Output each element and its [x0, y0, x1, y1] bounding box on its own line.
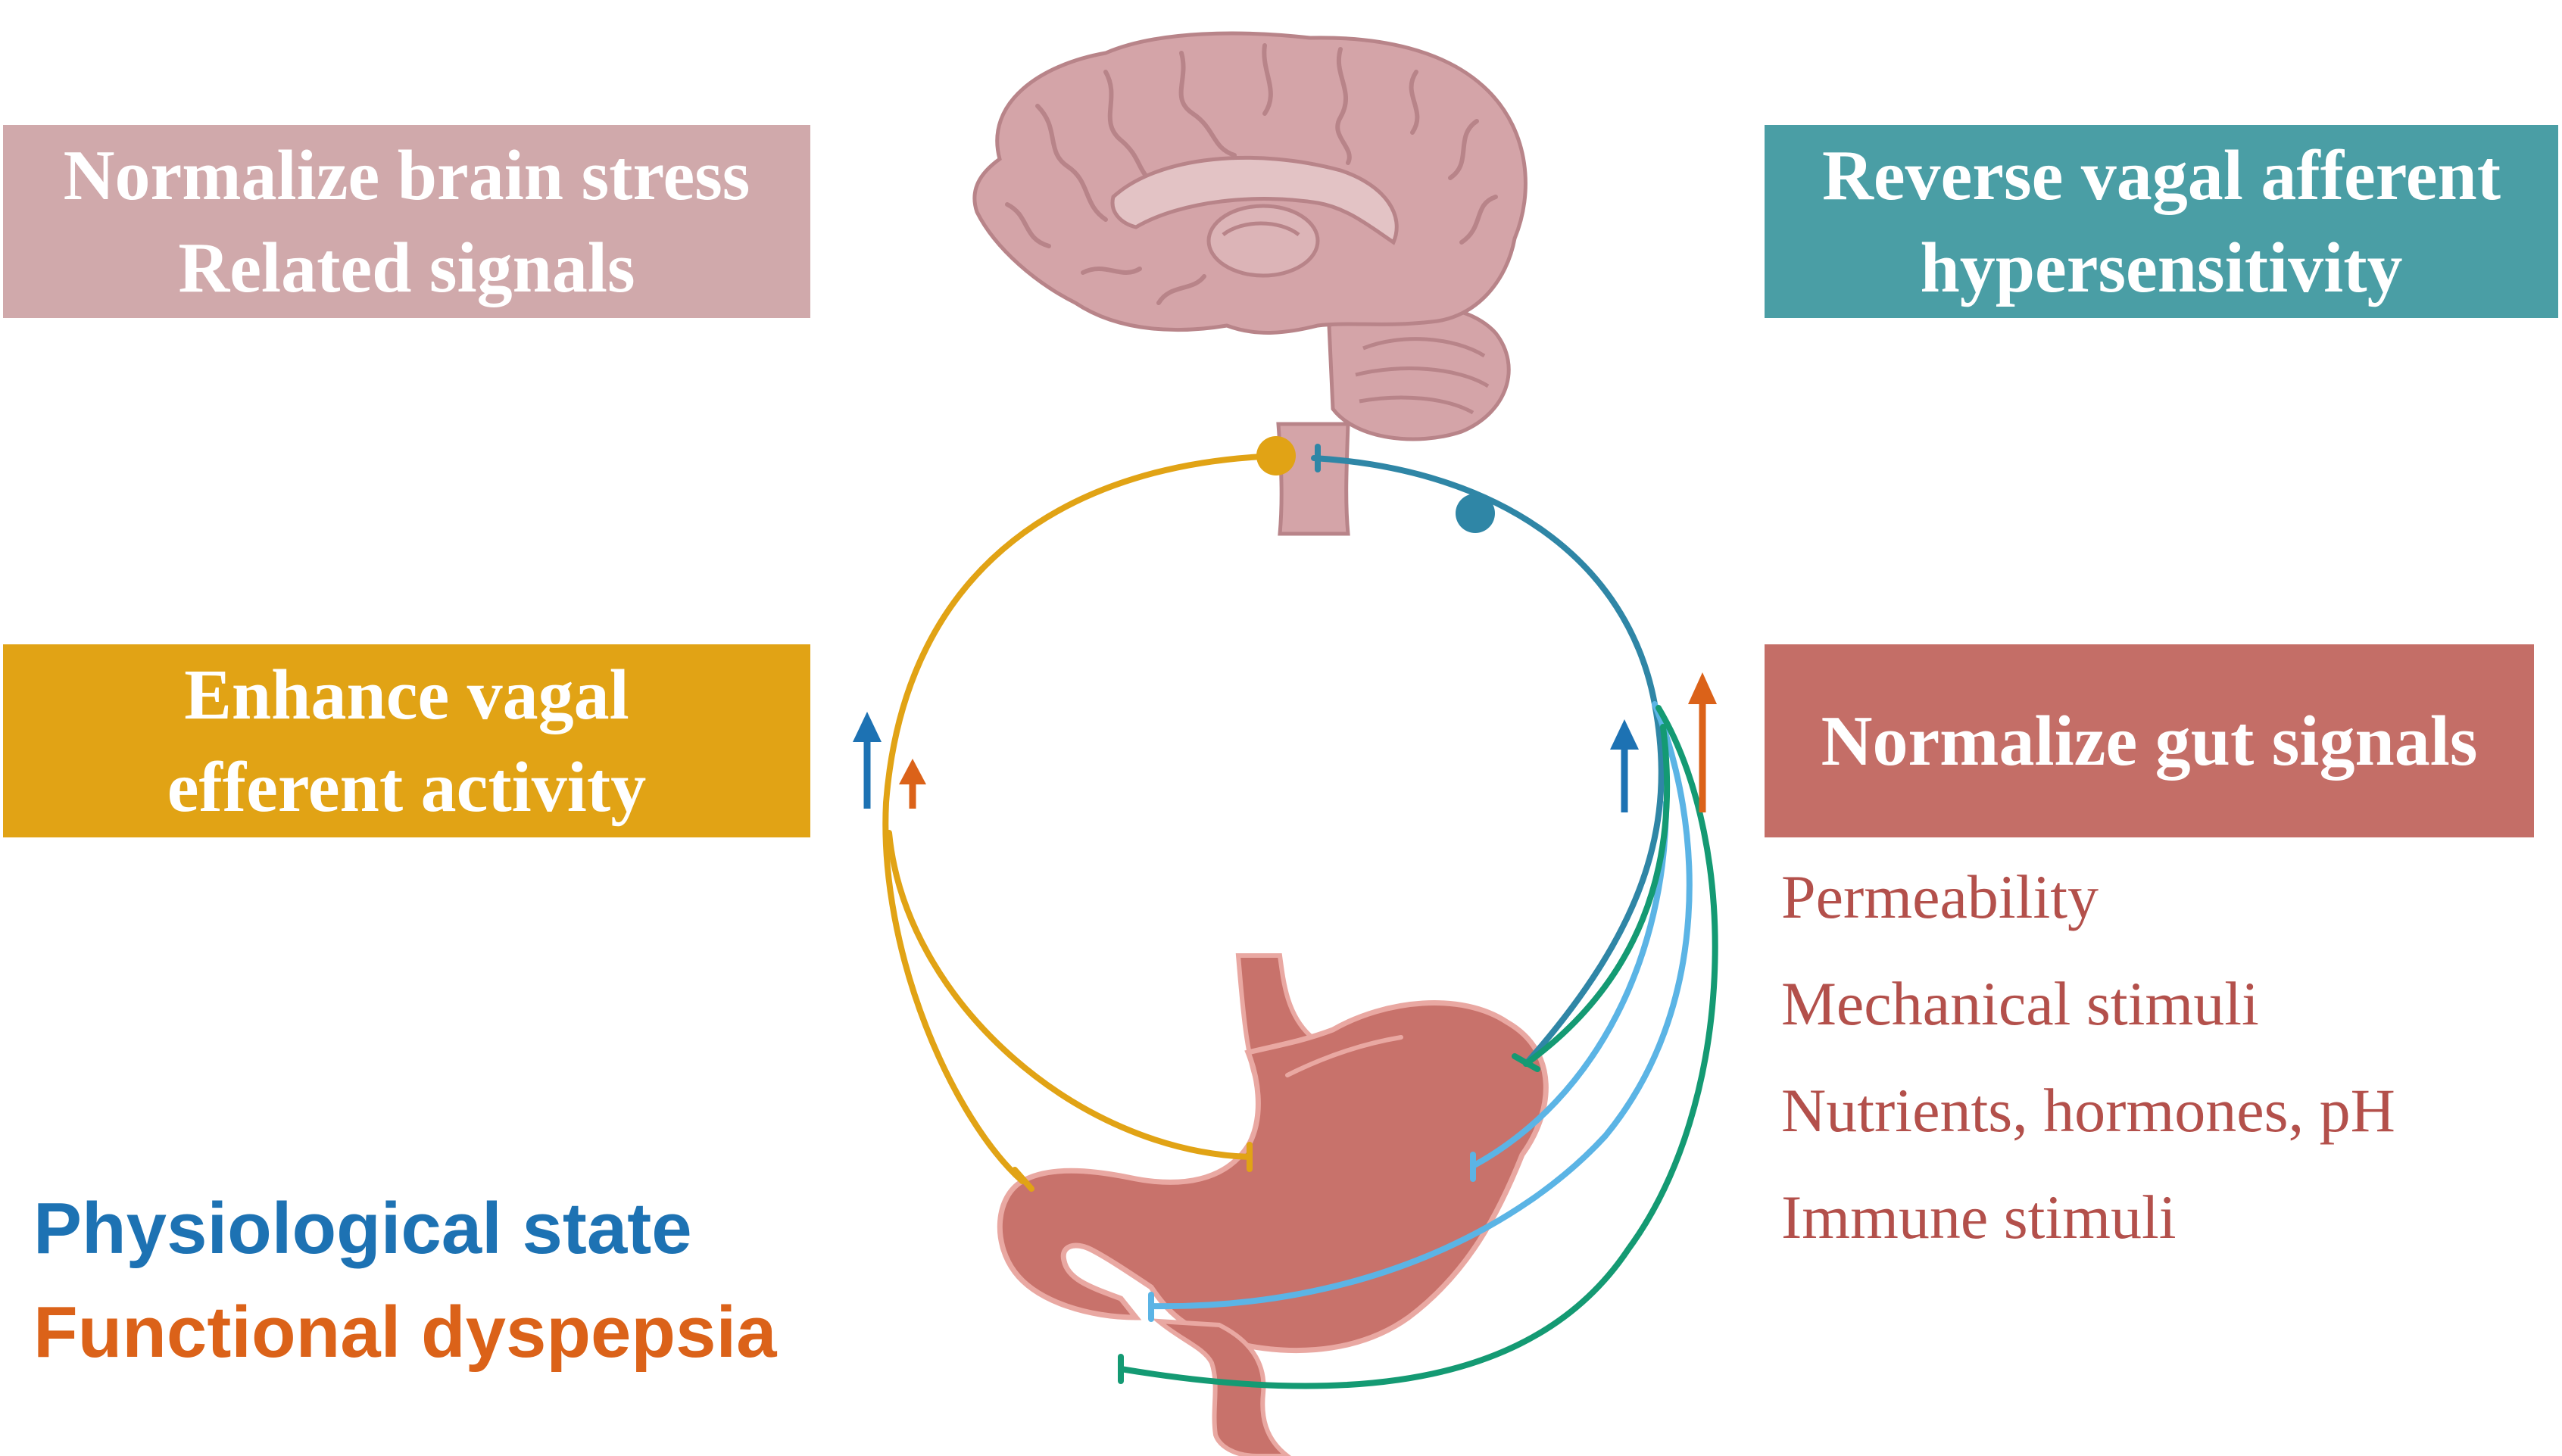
brain-stress-line-1: Normalize brain stress: [63, 136, 751, 215]
efferent-nucleus: [1256, 436, 1296, 475]
gut-signals-box: Normalize gut signals: [1765, 644, 2534, 837]
up-arrow-icon: [1610, 719, 1639, 812]
brain-stress-line-2: Related signals: [178, 228, 635, 307]
legend-functional-dyspepsia: Functional dyspepsia: [33, 1292, 777, 1373]
brain-stress-box: Normalize brain stress Related signals: [3, 125, 810, 318]
afferent-pathway: [1311, 455, 1665, 1067]
vagal-efferent-box: Enhance vagal efferent activity: [3, 644, 810, 837]
up-arrow-icon: [1688, 672, 1717, 812]
gut-signal-item: Immune stimuli: [1781, 1183, 2177, 1252]
gut-signals-title: Normalize gut signals: [1821, 701, 2478, 781]
nodose-ganglion: [1456, 494, 1495, 533]
brain-icon: [972, 31, 1528, 536]
afferent-muscular-branch: [1523, 724, 1671, 1067]
afferent-mucosal-pathway: [1148, 701, 1693, 1310]
vagal-afferent-box: Reverse vagal afferent hypersensitivity: [1765, 125, 2558, 318]
vagal-afferent-line-1: Reverse vagal afferent: [1821, 136, 2501, 215]
up-arrow-icon: [853, 712, 882, 809]
stomach-icon: [997, 953, 1549, 1456]
up-arrow-icon: [899, 759, 926, 809]
vagal-efferent-line-1: Enhance vagal: [184, 655, 629, 734]
legend-physiological-state: Physiological state: [33, 1188, 692, 1269]
gut-signal-item: Mechanical stimuli: [1781, 969, 2259, 1038]
efferent-pathway: [882, 453, 1283, 1184]
gut-signal-item: Nutrients, hormones, pH: [1781, 1076, 2395, 1145]
afferent-muscular-pathway: [1118, 705, 1718, 1389]
gut-signal-list: Permeability Mechanical stimuli Nutrient…: [1781, 856, 2395, 1283]
efferent-branch: [886, 830, 1253, 1160]
vagal-afferent-line-2: hypersensitivity: [1920, 228, 2403, 307]
gut-signal-item: Permeability: [1781, 862, 2099, 931]
vagal-efferent-line-2: efferent activity: [167, 747, 647, 827]
